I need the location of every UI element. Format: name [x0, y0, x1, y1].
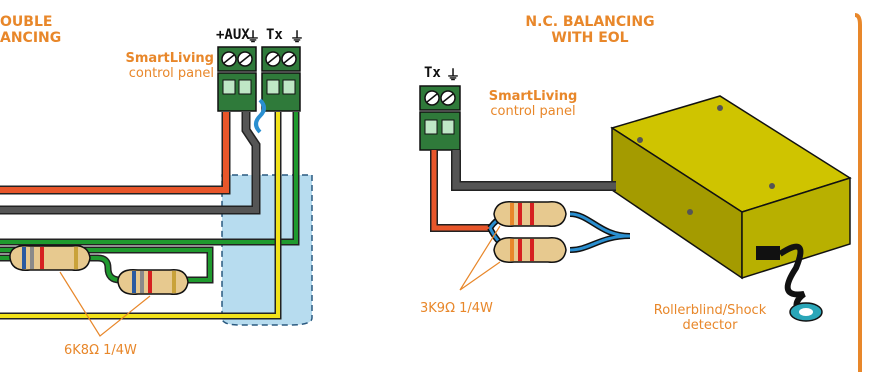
terminal-block-right	[419, 85, 461, 151]
right-title-line1: N.C. BALANCING	[525, 14, 655, 30]
right-title-line2: WITH EOL	[551, 30, 629, 47]
terminal-label-gnd2: ⏚	[290, 30, 304, 46]
detector-label-line1: Rollerblind/Shock	[653, 303, 767, 318]
wire-orange-right	[431, 150, 490, 231]
terminal-label-tx: Tx	[266, 27, 283, 43]
resistor-eol-1	[493, 201, 567, 227]
wire-gray	[0, 112, 259, 213]
wire-yellow	[0, 112, 280, 318]
wire-gray-right	[452, 150, 616, 190]
resistor-2	[117, 268, 189, 295]
wire-orange	[0, 112, 229, 193]
left-panel-label: control panel	[128, 65, 214, 81]
right-panel-label: control panel	[490, 103, 576, 119]
card-border	[854, 13, 862, 372]
terminal-label-gnd-right: ⏚	[446, 68, 460, 84]
terminal-label-gnd1: ⏚	[246, 30, 260, 46]
terminal-label-tx-right: Tx	[424, 65, 441, 81]
terminal-block-left	[217, 46, 301, 112]
resistor-eol-2	[493, 237, 567, 263]
terminal-label-aux: +AUX	[216, 27, 250, 43]
left-title-line2: ANCING	[0, 30, 62, 47]
left-title-line1: OUBLE	[0, 14, 53, 30]
right-resistor-label: 3K9Ω 1/4W	[420, 301, 493, 316]
detector-label-line2: detector	[682, 317, 738, 333]
right-brand-label: SmartLiving	[488, 89, 578, 104]
detector-box	[610, 95, 852, 280]
wire-blue	[254, 98, 266, 134]
wire-green-1	[0, 112, 298, 244]
resistor-1	[9, 244, 91, 271]
left-brand-label: SmartLiving	[125, 51, 214, 66]
left-resistor-label: 6K8Ω 1/4W	[64, 343, 137, 358]
resistor-pointer	[59, 271, 151, 337]
resistor-pointer-right	[459, 225, 501, 291]
